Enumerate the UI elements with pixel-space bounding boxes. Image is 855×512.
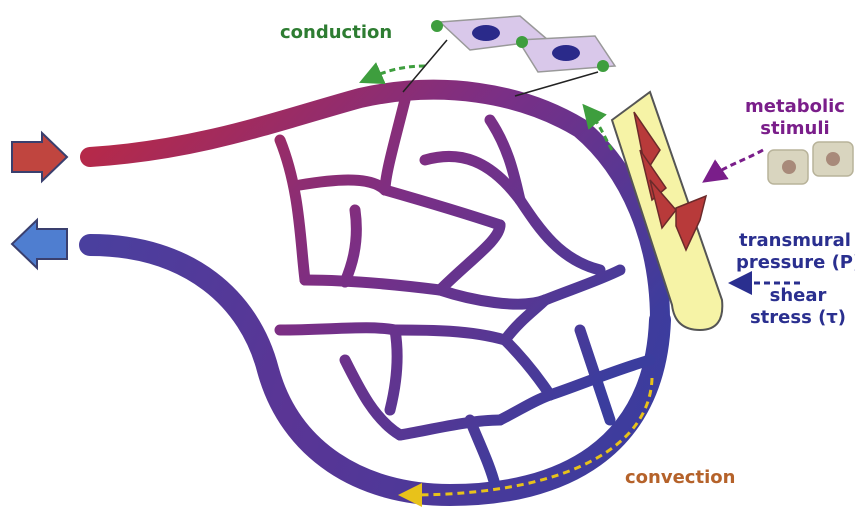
zoom-line-right: [515, 72, 598, 96]
transmural-label-line1: transmural: [736, 230, 854, 252]
tissue-cells: [768, 142, 853, 184]
conduction-label: conduction: [280, 22, 392, 44]
nucleus-icon: [472, 25, 500, 41]
capillary-network: [280, 100, 650, 485]
metabolic-label-line2: stimuli: [740, 118, 850, 140]
shear-label-line1: shear: [746, 285, 850, 307]
convection-label: convection: [625, 467, 735, 489]
inflow-arrow-icon: [12, 133, 67, 181]
gap-junction-icon: [431, 20, 443, 32]
gap-junction-icon: [597, 60, 609, 72]
endothelial-cells-inset: [431, 16, 615, 72]
shear-label-line2: stress (τ): [746, 307, 850, 329]
transmural-label-line2: pressure (P): [736, 252, 854, 274]
transmural-pressure-label: transmural pressure (P): [736, 230, 854, 274]
gap-junction-icon: [516, 36, 528, 48]
metabolic-label-line1: metabolic: [740, 96, 850, 118]
metabolic-stimuli-label: metabolic stimuli: [740, 96, 850, 140]
nucleus-icon: [552, 45, 580, 61]
metabolic-stimuli-arrow: [712, 150, 763, 176]
shear-stress-label: shear stress (τ): [746, 285, 850, 329]
outflow-arrow-icon: [12, 220, 67, 268]
